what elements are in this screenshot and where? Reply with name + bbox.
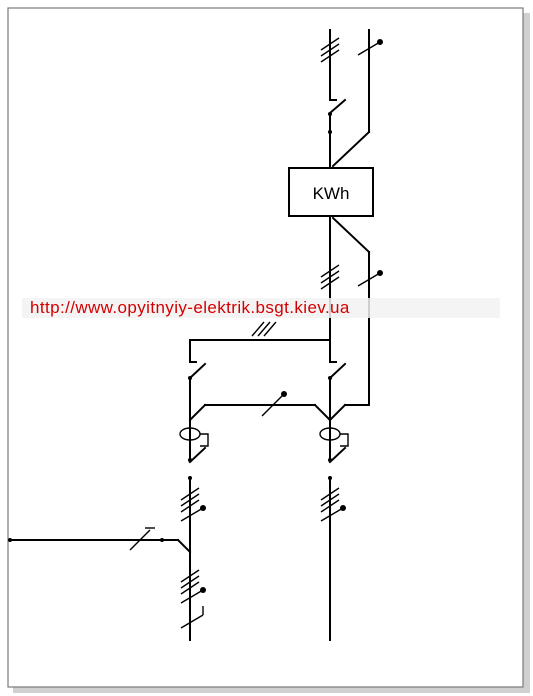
watermark-text: http://www.opyitnyiy-elektrik.bsgt.kiev.…	[30, 298, 350, 317]
page-frame	[7, 7, 524, 688]
right-switch-blade	[328, 362, 347, 380]
kwh-meter: KWh	[288, 167, 374, 217]
left-neutral-bridge	[188, 403, 207, 422]
neutral-to-meter	[331, 130, 371, 168]
right-hash-1	[320, 487, 340, 513]
right-rcd-symbol	[319, 419, 349, 449]
left-neutral-mark-2	[180, 589, 204, 604]
three-wire-hash-bus	[251, 321, 277, 337]
neutral-bus-mark	[261, 393, 285, 417]
transfer-bus	[189, 321, 337, 363]
outgoing-line-mark	[129, 529, 151, 551]
right-neutral-mark	[320, 507, 344, 522]
left-branch	[8, 362, 316, 641]
meter-output	[320, 215, 383, 406]
meter-label: KWh	[313, 184, 350, 203]
neutral-from-meter	[331, 216, 371, 254]
watermark: http://www.opyitnyiy-elektrik.bsgt.kiev.…	[22, 298, 500, 318]
left-switch-blade	[188, 362, 207, 380]
three-wire-hash-top	[320, 37, 340, 63]
incoming-feed	[320, 29, 383, 169]
left-neutral-mark-1	[180, 507, 204, 522]
neutral-mark-mid	[357, 272, 381, 287]
left-pe-mark	[180, 614, 204, 629]
neutral-mark-top	[357, 41, 381, 56]
left-rcd-symbol	[179, 419, 209, 449]
left-hash-2	[180, 569, 200, 595]
left-hash-1	[180, 487, 200, 513]
tap-junction	[176, 538, 192, 554]
three-wire-hash-mid	[320, 264, 340, 290]
right-branch	[313, 362, 370, 641]
main-switch-blade	[328, 98, 347, 115]
page-border	[7, 7, 530, 693]
watermark-shadow	[22, 298, 500, 318]
